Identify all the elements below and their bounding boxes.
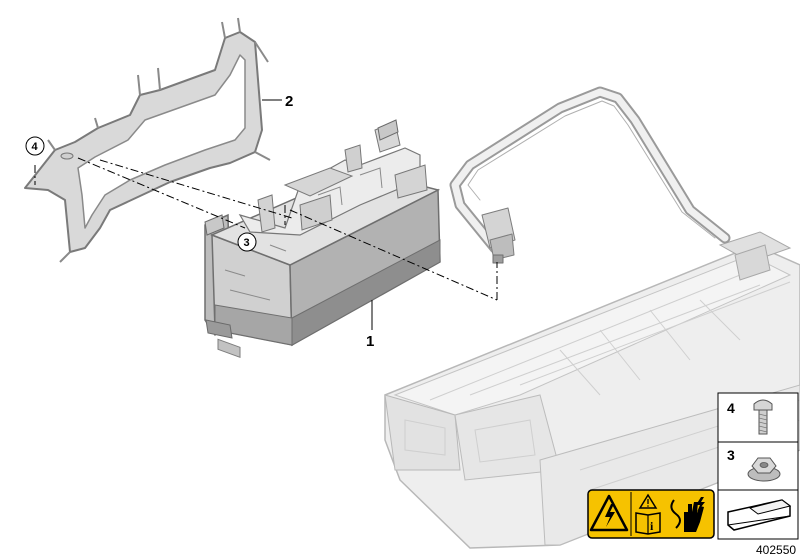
callout-4-label: 4 [32, 141, 39, 153]
wedge-pointer-icon [727, 499, 792, 531]
caution-manual-icon: i [635, 493, 661, 535]
battery-connector [718, 231, 792, 281]
legend-item-4: 4 [727, 399, 773, 435]
legend-panel: 4 3 [717, 392, 799, 540]
callout-4-circled: 4 [25, 136, 45, 156]
cable-plug [481, 207, 516, 264]
callout-3-circled: 3 [237, 232, 257, 252]
warning-label: i [587, 489, 715, 539]
cable-harness [449, 86, 731, 264]
callout-3-label: 3 [244, 237, 250, 249]
legend-item-4-number: 4 [727, 400, 735, 416]
control-unit [204, 119, 441, 359]
callout-1: 1 [366, 300, 374, 350]
mounting-bracket [24, 17, 271, 263]
callout-1-label: 1 [366, 333, 374, 350]
svg-text:i: i [650, 519, 654, 533]
legend-item-3-number: 3 [727, 447, 735, 463]
assembly-lines [34, 157, 498, 301]
callout-2: 2 [262, 93, 293, 110]
callout-2-label: 2 [285, 93, 293, 110]
legend-item-3: 3 [727, 447, 781, 482]
diagram-id: 402550 [756, 543, 796, 557]
bracket-stud [60, 152, 74, 160]
high-voltage-warning-icon [589, 494, 629, 532]
screw-icon [753, 399, 773, 435]
electric-hand-hazard-icon [670, 497, 705, 532]
nut-icon [747, 457, 781, 482]
